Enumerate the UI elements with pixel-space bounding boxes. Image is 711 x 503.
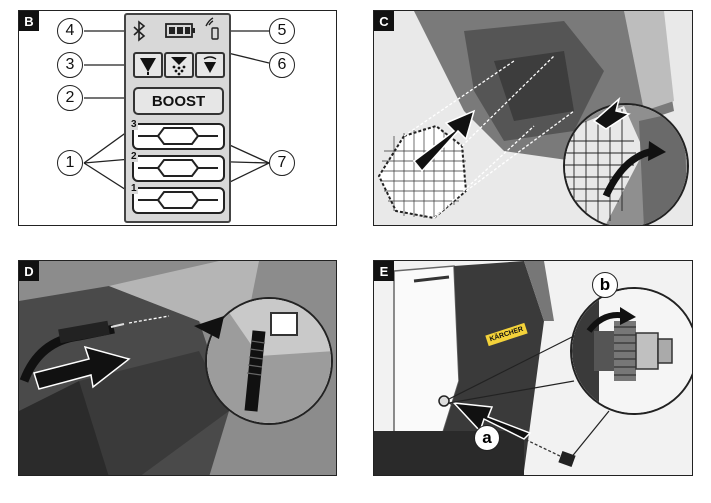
hose-connection-illustration <box>19 261 336 475</box>
nozzle-jet-button[interactable] <box>133 52 163 78</box>
callout-2: 2 <box>57 85 83 111</box>
slot-number-2: 2 <box>130 151 138 162</box>
callout-b: b <box>592 272 618 298</box>
insert-arrow-icon <box>452 402 532 440</box>
water-inlet-illustration <box>374 261 692 475</box>
detergent-nozzle-icon <box>203 56 217 73</box>
push-arrow-icon <box>592 96 631 130</box>
battery-icon <box>165 23 195 38</box>
spray-nozzle-icon <box>171 57 187 76</box>
callout-5: 5 <box>269 18 295 44</box>
callout-7: 7 <box>269 150 295 176</box>
callout-6: 6 <box>269 52 295 78</box>
callout-3: 3 <box>57 52 83 78</box>
filter-insertion-illustration <box>377 11 689 225</box>
panel-label: B <box>19 11 39 31</box>
jet-nozzle-icon <box>140 58 156 75</box>
panel-c: C <box>373 10 693 226</box>
nozzle-detergent-button[interactable] <box>195 52 225 78</box>
panel-d: D <box>18 260 337 476</box>
panel-label: E <box>374 261 394 281</box>
slot-number-1: 1 <box>130 183 138 194</box>
slot-number-3: 3 <box>130 119 138 130</box>
callout-a: a <box>474 425 500 451</box>
status-icons <box>133 17 219 42</box>
nozzle-spray-button[interactable] <box>164 52 194 78</box>
device-display: BOOST 3 2 1 <box>124 13 231 223</box>
boost-button[interactable]: BOOST <box>133 87 224 115</box>
slot-handle <box>138 191 218 209</box>
callout-4: 4 <box>57 18 83 44</box>
panel-e: E KÄRCH <box>373 260 693 476</box>
slot-handle <box>138 127 218 145</box>
bluetooth-icon <box>133 20 146 42</box>
pressure-slot-3[interactable] <box>132 123 225 150</box>
panel-label: C <box>374 11 394 31</box>
callout-1: 1 <box>57 150 83 176</box>
signal-icon <box>205 17 219 40</box>
panel-label: D <box>19 261 39 281</box>
connect-arrow-icon <box>33 345 131 390</box>
filter-mesh-icon <box>377 124 468 220</box>
pressure-slot-2[interactable] <box>132 155 225 182</box>
pressure-slot-1[interactable] <box>132 187 225 214</box>
insert-arrow-icon <box>412 109 476 173</box>
panel-b: B 4 5 3 6 2 1 7 <box>18 10 337 226</box>
slot-handle <box>138 159 218 177</box>
